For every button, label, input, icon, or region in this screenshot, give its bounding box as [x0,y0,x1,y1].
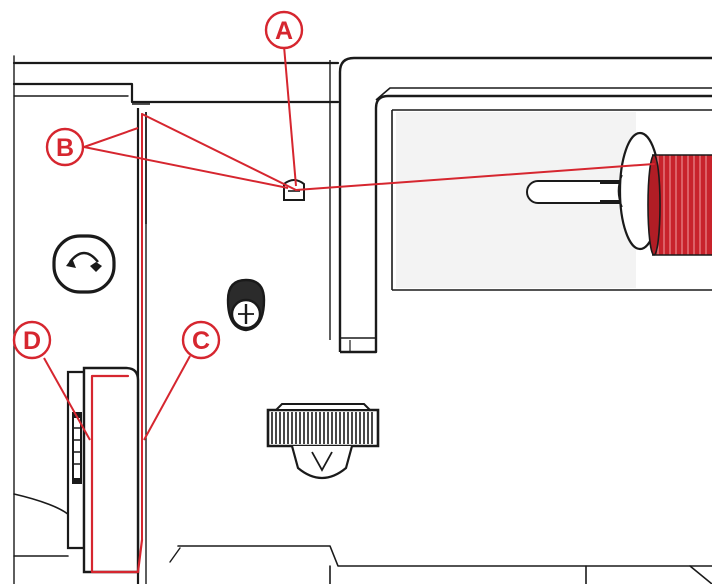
pretension-disc [226,278,266,332]
leader-a [283,45,297,187]
callout-leaders [43,45,297,441]
callout-a-label: A [275,17,293,45]
callout-d: D [12,320,52,360]
machine-body [12,55,712,584]
spool-housing [329,56,712,354]
callout-b: B [45,127,85,167]
tension-dial [266,403,380,480]
leader-d [43,357,91,441]
callout-c-label: C [192,327,210,355]
callout-d-label: D [23,327,41,355]
callout-b-label: B [56,134,74,162]
leader-c [143,355,191,441]
lower-thread-guide [66,366,140,574]
leader-b-2 [83,146,289,189]
thread-path [90,113,655,574]
leader-b-1 [83,127,139,148]
spool-cap-inner [617,174,623,208]
thread-spool [647,154,712,256]
callout-c: C [181,320,221,360]
callout-a: A [264,10,304,50]
rotate-knob-icon [52,234,116,294]
